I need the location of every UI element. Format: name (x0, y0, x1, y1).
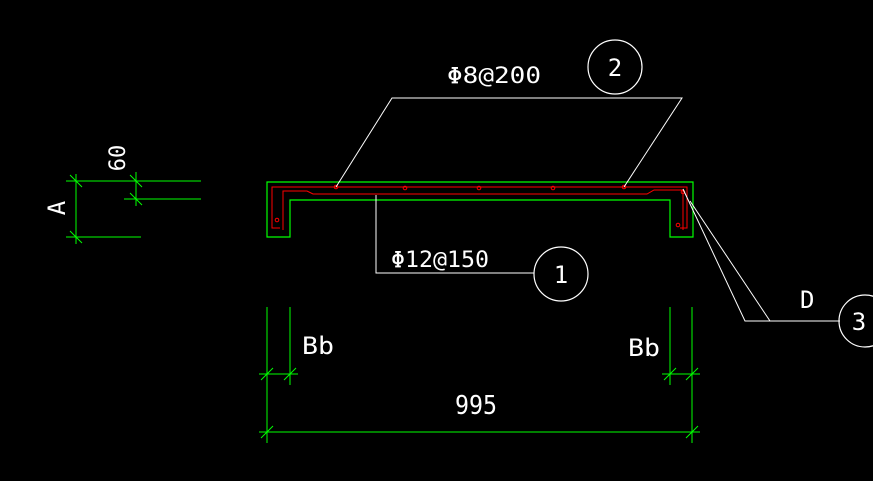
callout-2-number: 2 (608, 54, 622, 82)
dim-width-label: 995 (455, 391, 497, 421)
callout-circle-2 (587, 39, 643, 95)
dim-left-bb-tick-2 (283, 367, 297, 381)
callout-1-number: 1 (554, 261, 568, 289)
dim-60-tick-bottom (129, 192, 143, 206)
callout-circle-1 (533, 246, 589, 302)
rebar-dot (476, 185, 482, 191)
rebar-group (271, 186, 688, 230)
rebar-dots (274, 184, 686, 228)
dim-right-bb-label: Bb (628, 334, 660, 362)
callout-circle-3 (838, 294, 873, 348)
concrete-outline (266, 181, 694, 238)
rebar-dot (621, 184, 627, 190)
leader-callout-3-outer (682, 188, 840, 322)
leader-lines (335, 97, 840, 322)
dim-60-tick-top (129, 174, 143, 188)
rebar-dot (402, 185, 408, 191)
dim-a-tick-top (69, 174, 83, 188)
leader-top-rebar (335, 97, 683, 188)
dim-width-tick-2 (685, 425, 699, 439)
rebar-dot (333, 184, 339, 190)
leader-bottom-rebar (375, 195, 534, 274)
dim-height-label: A (43, 200, 71, 215)
dim-a-tick-bottom (69, 230, 83, 244)
callout-3-number: 3 (852, 308, 866, 336)
text-labels: Φ8@200 Φ12@150 2 1 3 D Bb Bb 995 A 60 (43, 54, 866, 421)
rebar-dot (550, 185, 556, 191)
section-outer-outline (266, 181, 694, 238)
leader-callout-3-inner (689, 200, 771, 322)
rebar-dot (274, 217, 280, 223)
bottom-rebar-spec-label: Φ12@150 (391, 248, 489, 273)
dimension-lines (66, 172, 700, 443)
dim-right-bb-tick-2 (685, 367, 699, 381)
rebar-dot (675, 222, 681, 228)
dim-thickness-label: 60 (106, 145, 131, 172)
main-rebar-inner-line (282, 189, 684, 230)
main-rebar-line (271, 186, 688, 229)
dim-d-label: D (800, 286, 814, 314)
dim-right-bb-tick-1 (663, 367, 677, 381)
top-rebar-spec-label: Φ8@200 (447, 64, 541, 89)
dim-left-bb-tick-1 (260, 367, 274, 381)
dim-width-tick-1 (260, 425, 274, 439)
dim-left-bb-label: Bb (302, 332, 334, 360)
callouts (533, 39, 873, 348)
